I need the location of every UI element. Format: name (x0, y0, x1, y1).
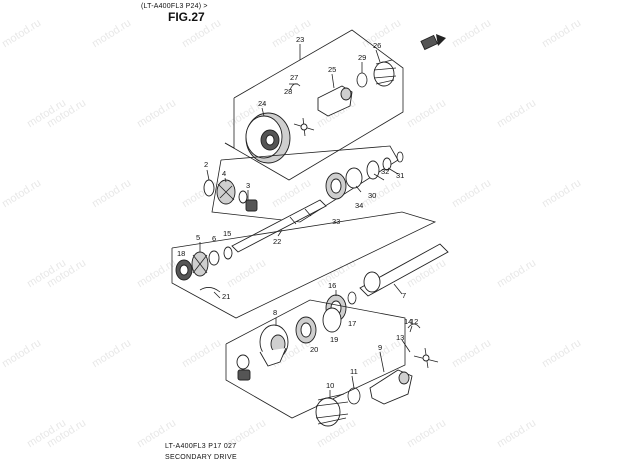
upper-assembly-box (224, 29, 404, 181)
callout-34: 34 (355, 201, 363, 210)
callout-8: 8 (273, 308, 277, 317)
part-3-nut (245, 199, 258, 212)
callout-17: 17 (348, 319, 356, 328)
part-9-yoke (369, 369, 413, 405)
front-arrow-icon (420, 34, 446, 51)
callout-4: 4 (222, 169, 226, 178)
part-31-shim (382, 157, 392, 171)
callout-27: 27 (290, 73, 298, 82)
callout-33: 33 (332, 217, 340, 226)
part-19-seal (322, 307, 342, 333)
part-5-gear (191, 251, 209, 277)
callout-31: 31 (396, 171, 404, 180)
part-31b-circlip (396, 151, 404, 163)
part-6-spacer (208, 250, 220, 266)
figure-label: FIG.27 (168, 10, 205, 24)
callout-labels: 23 26 29 25 27 28 24 2 4 3 32 31 30 34 3… (177, 35, 418, 390)
callout-23: 23 (296, 35, 304, 44)
part-22-drive-shaft (231, 199, 327, 253)
callout-21: 21 (222, 292, 230, 301)
callout-26: 26 (373, 41, 381, 50)
part-14-washer (236, 354, 250, 370)
callout-15: 15 (223, 229, 231, 238)
callout-7: 7 (402, 291, 406, 300)
part-12-circlip (407, 323, 421, 329)
callout-11: 11 (350, 367, 358, 376)
part-15-shim (223, 246, 233, 260)
callout-30: 30 (368, 191, 376, 200)
callout-12: 12 (410, 317, 418, 326)
callout-29: 29 (358, 53, 366, 62)
page-code: LT-A400FL3 P17 027 (165, 443, 237, 450)
part-nut (237, 369, 251, 381)
model-reference: (LT-A400FL3 P24) > (141, 3, 208, 10)
callout-19: 19 (330, 335, 338, 344)
part-28-universal-joint-spider (293, 117, 315, 137)
part-8-flange-coupling (259, 324, 289, 367)
bottom-assembly-box (225, 299, 406, 419)
part-24-drive-gear (245, 112, 291, 164)
part-29-circlip (356, 72, 368, 88)
callout-10: 10 (326, 381, 334, 390)
section-title: SECONDARY DRIVE (165, 454, 237, 461)
callout-3: 3 (246, 181, 250, 190)
part-21-circlip (199, 287, 221, 293)
middle-assembly-box (211, 145, 399, 223)
callout-28: 28 (284, 87, 292, 96)
callout-22: 22 (273, 237, 281, 246)
part-10-boot (315, 393, 349, 427)
part-2-thrust-washer (203, 179, 215, 197)
part-11-clamp (347, 387, 361, 405)
callout-20: 20 (310, 345, 318, 354)
part-26-boot (373, 59, 397, 87)
part-30-collar (345, 167, 363, 189)
part-13-universal-joint-spider (413, 347, 439, 369)
callout-25: 25 (328, 65, 336, 74)
callout-16: 16 (328, 281, 336, 290)
part-17-circlip (347, 291, 357, 305)
callout-14: 14 (404, 317, 412, 326)
part-32-bearing-race (366, 160, 380, 180)
callout-24: 24 (258, 99, 266, 108)
callout-18: 18 (177, 249, 185, 258)
callout-6: 6 (212, 234, 216, 243)
callout-9: 9 (378, 343, 382, 352)
part-washer (238, 190, 248, 204)
part-7-output-shaft (359, 243, 449, 297)
leader-lines (199, 44, 413, 398)
callout-13: 13 (396, 333, 404, 342)
callout-32: 32 (381, 167, 389, 176)
part-25-yoke (317, 85, 353, 117)
lower-left-assembly-box (171, 211, 437, 319)
callout-5: 5 (196, 233, 200, 242)
callout-2: 2 (204, 160, 208, 169)
part-4-pinion-gear (216, 179, 236, 205)
